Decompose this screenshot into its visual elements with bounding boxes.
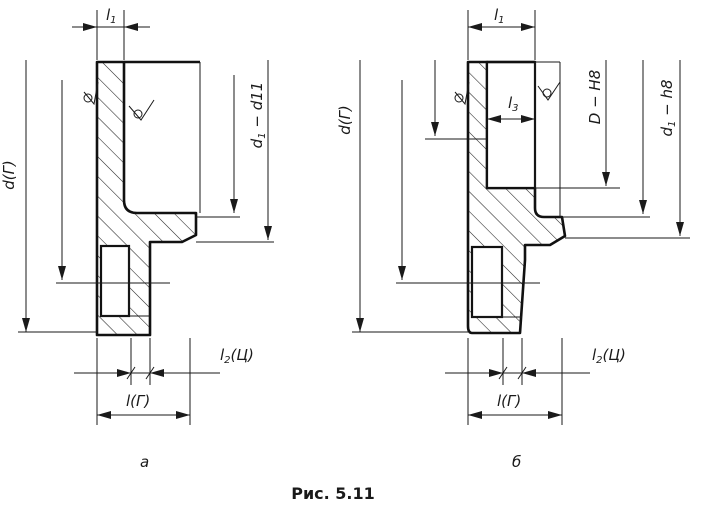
label-d1-b: d1 − h8 [658,79,678,136]
label-l1-b: l1 [494,6,505,26]
label-d-g-a: d(Г) [0,160,18,190]
label-l-g-a: l(Г) [126,392,150,410]
roughness-mark-a2 [128,99,155,121]
label-l-g-b: l(Г) [497,392,521,410]
label-d1-a: d1 − d11 [248,82,268,149]
roughness-mark-b1 [454,81,470,106]
panel-letter-b: б [512,453,521,471]
bore-a [99,244,131,318]
label-l1-a: l1 [106,6,117,26]
label-D-b: D − H8 [586,70,604,124]
bore-b [470,245,504,319]
panel-letter-a: а [140,453,149,471]
panel-b: l3 d(Г) D − H8 d1 − h8 l1 [336,6,690,471]
panel-a: d(Г) d1 − d11 l1 l2(Ц) [0,6,274,471]
label-l2-a: l2(Ц) [220,346,254,366]
label-l2-b: l2(Ц) [592,346,626,366]
roughness-mark-b2 [537,81,561,101]
label-d-g-b: d(Г) [336,105,354,135]
figure-caption: Рис. 5.11 [291,484,375,503]
roughness-mark-a1 [83,81,99,106]
label-l3-b: l3 [508,94,519,114]
